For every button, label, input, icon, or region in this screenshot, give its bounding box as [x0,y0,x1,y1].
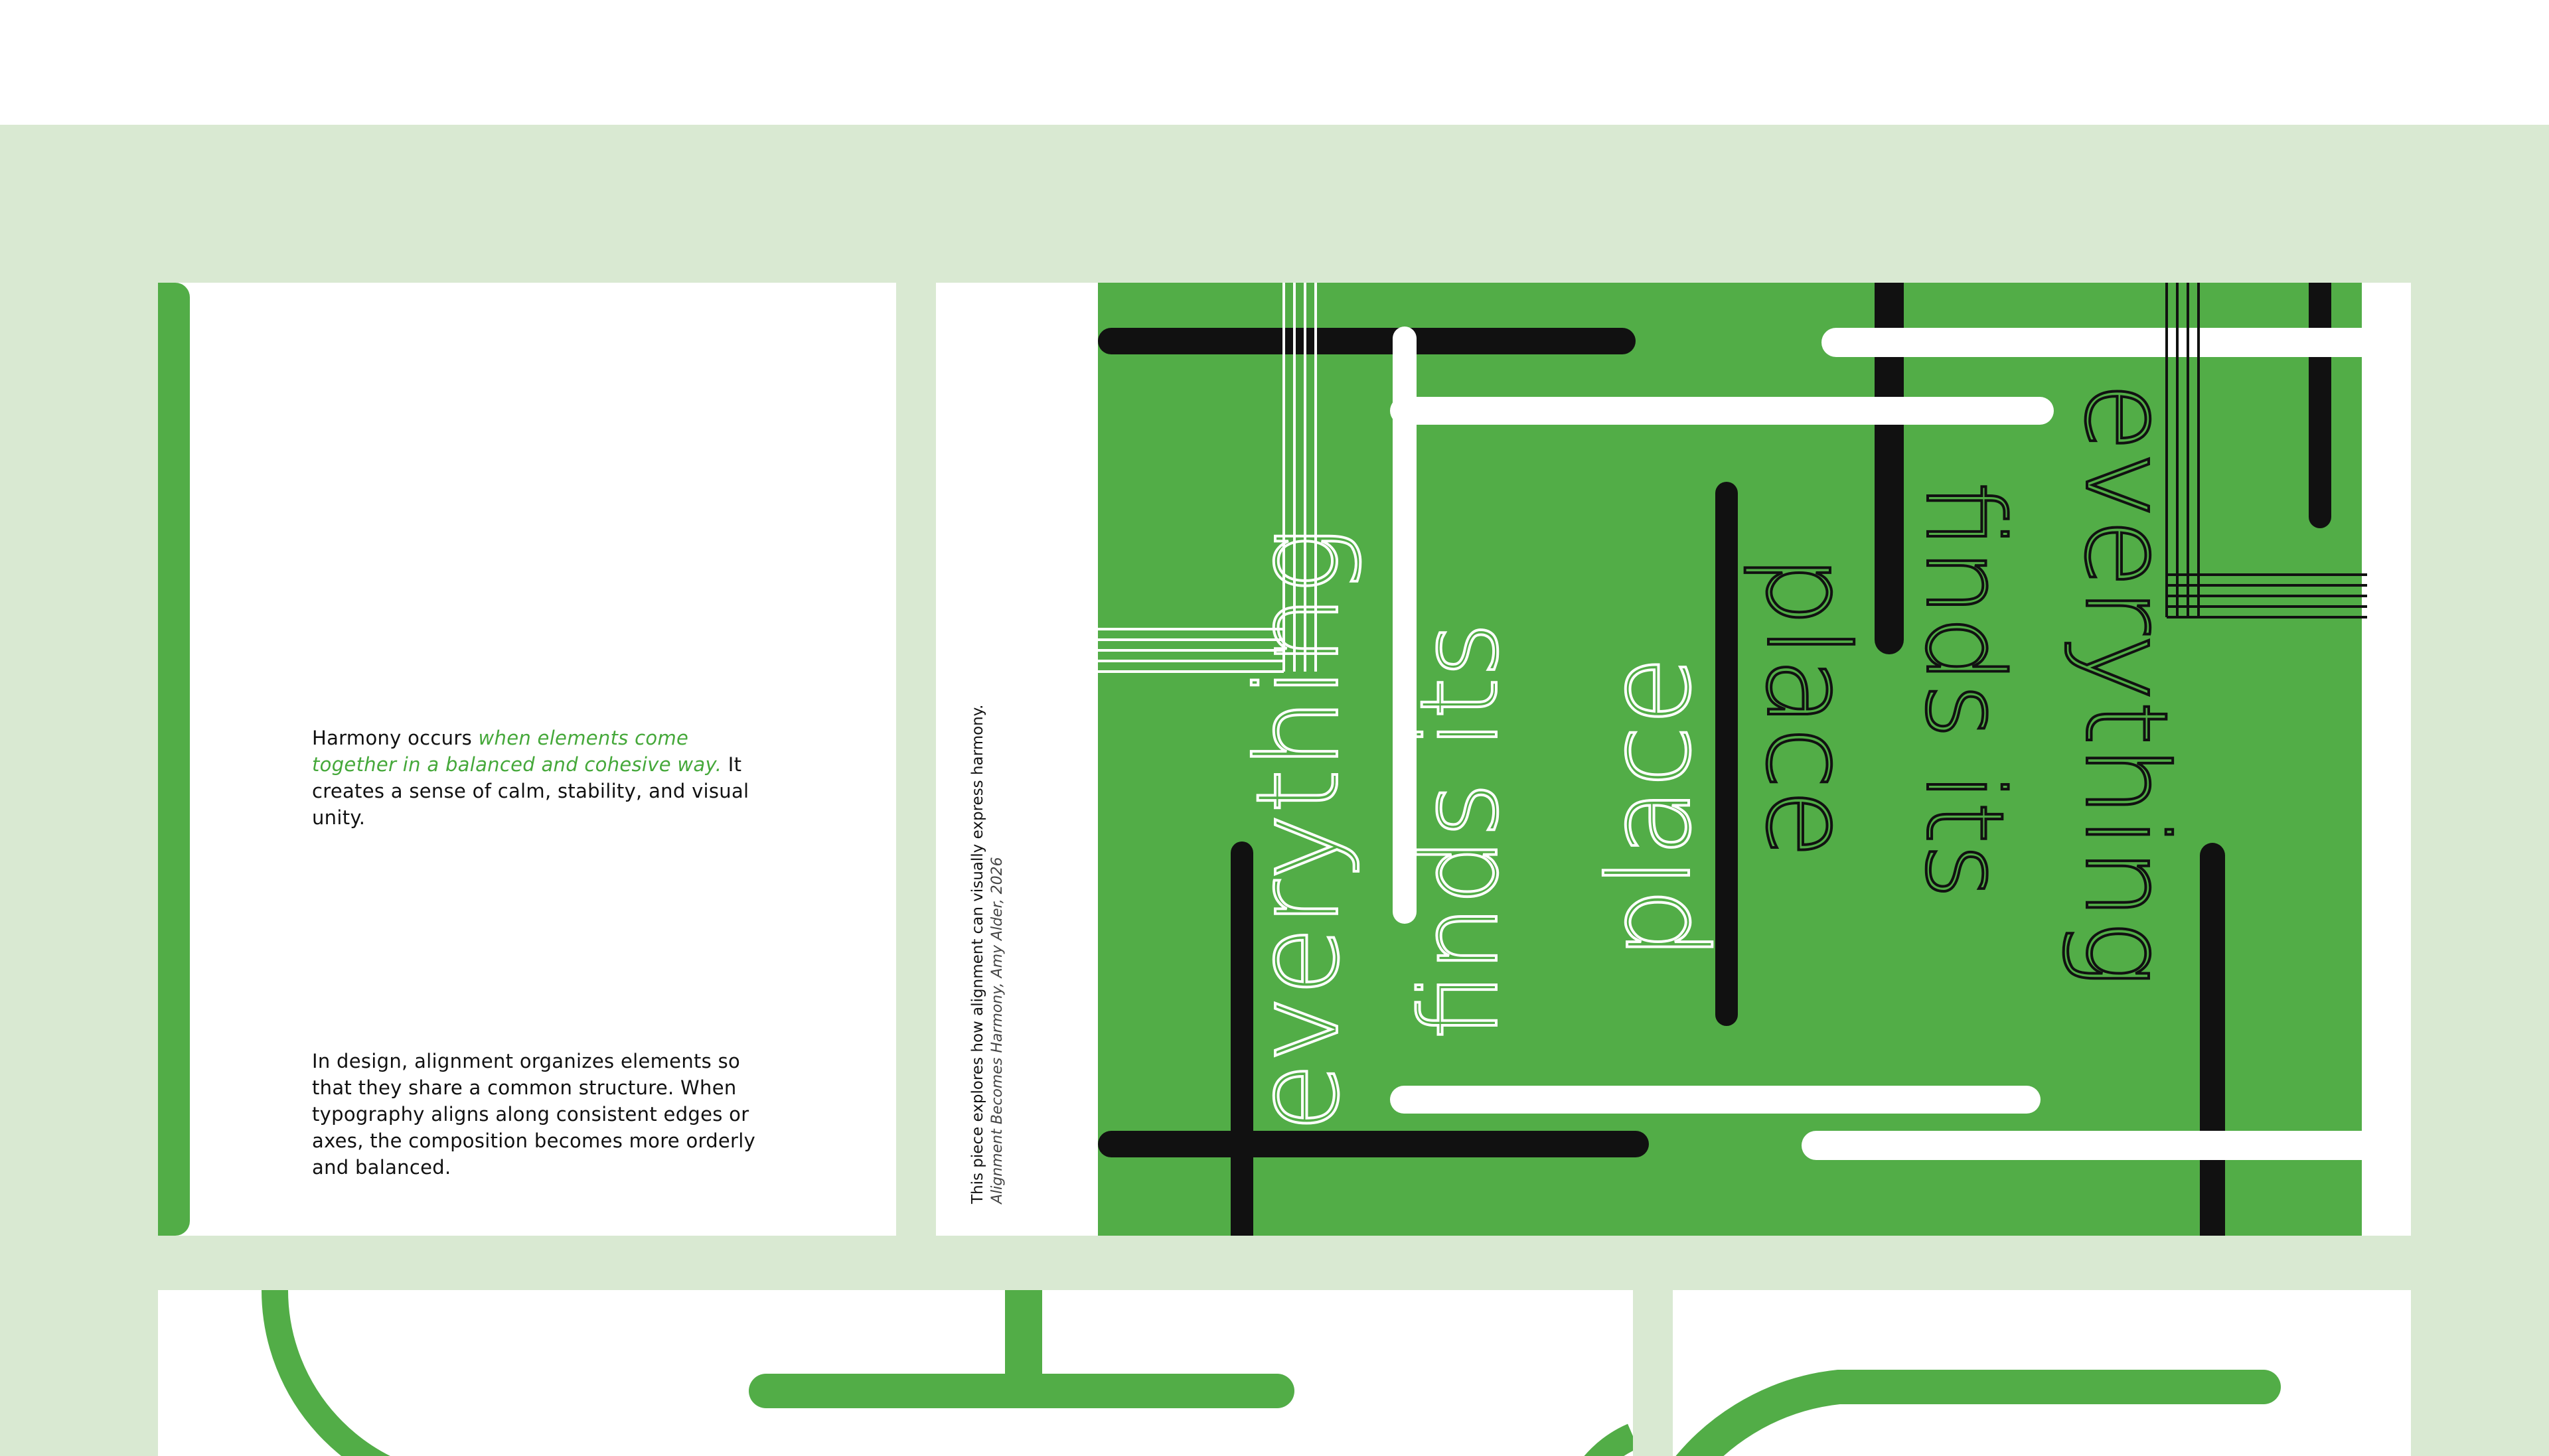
word-place-white: place [1584,656,1716,960]
green-bar-horizontal [749,1374,1294,1408]
black-bar-vertical-center [1715,482,1738,1026]
white-thin-lines [1098,283,1317,673]
intro-rest-text: It creates a sense of calm, stability, a… [312,753,749,829]
black-bar-vertical-left [1231,841,1253,1236]
intro-lead-text: Harmony occurs [312,727,479,749]
green-arc-right [1584,1423,1633,1456]
bottom-right-page[interactable] [1673,1290,2411,1456]
black-bar-vertical-right [2200,843,2225,1236]
caption-credit: Alignment Becomes Harmony, Amy Alder, 20… [989,857,1006,1204]
white-right-edge [2362,283,2367,1236]
word-everything-black: everything [2060,382,2191,987]
white-bars [1390,283,2367,1236]
black-bar-vertical-mid [1875,283,1904,654]
white-bar-upper [1390,397,2054,425]
black-bar-vertical-far-right [2309,283,2331,528]
intro-paragraph: Harmony occurs when elements come togeth… [312,725,763,831]
word-everything-white: everything [1233,527,1364,1132]
word-finds-its-black: finds its [1902,482,2027,899]
white-bar-bottom-right [1802,1131,2367,1160]
green-curve-bar [1675,1370,2281,1456]
caption-description: This piece explores how alignment can vi… [969,704,986,1204]
rotated-caption: This piece explores how alignment can vi… [968,607,1008,1204]
black-thin-lines [2165,283,2367,619]
bottom-left-artwork [262,1290,1633,1456]
spread-canvas: Harmony occurs when elements come togeth… [0,125,2549,1456]
green-spine-bar [158,283,190,1236]
green-stem [1005,1290,1042,1390]
green-arc-left [262,1290,391,1456]
intro-emphasis-text: when elements come together in a balance… [312,727,722,776]
white-bar-top-right [1821,328,2367,357]
poster-words: everything finds its place place finds i… [1231,381,2193,1133]
black-bar-top [1098,328,1636,354]
alignment-paragraph: In design, alignment organizes elements … [312,1050,756,1179]
white-bar-vertical [1393,327,1417,924]
white-bar-lower [1390,1086,2041,1114]
word-place-black: place [1741,555,1873,858]
bottom-left-page[interactable] [158,1290,1633,1456]
word-finds-its-white: finds its [1397,622,1521,1039]
bottom-right-artwork [1675,1370,2281,1456]
right-page[interactable]: This piece explores how alignment can vi… [936,283,2411,1236]
harmony-poster-artwork: everything finds its place place finds i… [1098,283,2367,1236]
black-bar-bottom [1098,1131,1649,1157]
top-bar [0,0,2549,125]
left-page[interactable]: Harmony occurs when elements come togeth… [158,283,896,1236]
